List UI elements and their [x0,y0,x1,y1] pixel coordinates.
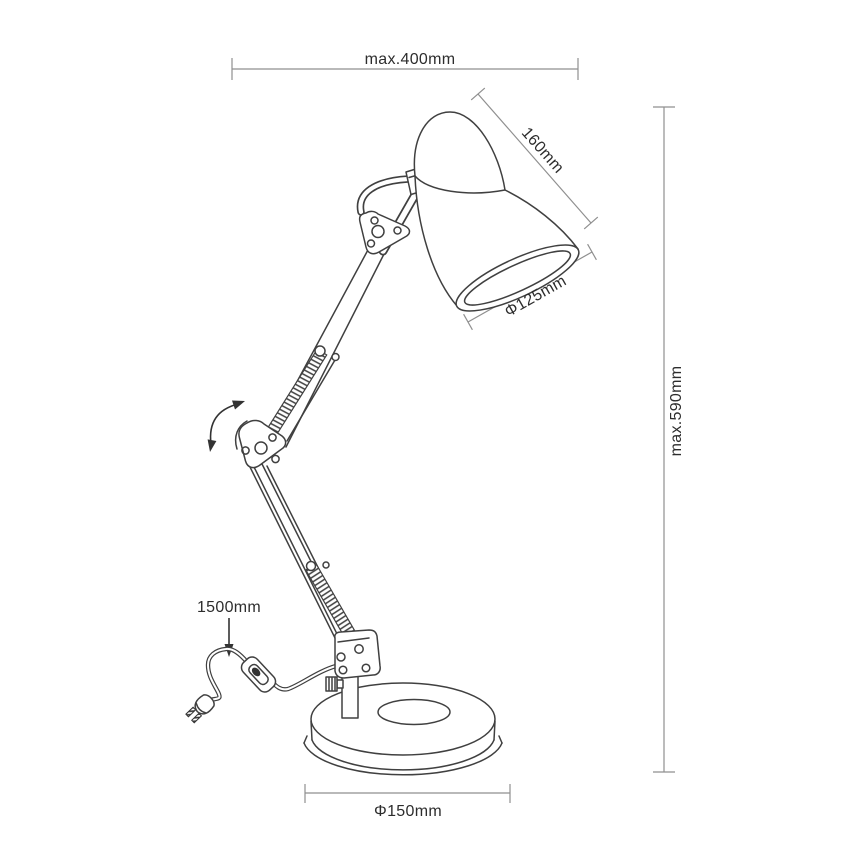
clamp-screw [325,676,344,692]
spring-hook [322,561,330,569]
spring-hook [305,560,317,572]
inline-switch [240,656,277,693]
lamp-shade [413,111,580,312]
dim-label-max-height: max.590mm [668,365,685,457]
plug-prong [185,706,197,718]
lamp-base [303,682,503,776]
spring-hook [331,352,340,362]
lower-arm [247,461,363,649]
shade-opening-rim [455,244,580,312]
dim-label-base-diameter: Φ150mm [374,803,442,820]
shade-opening-inner [463,250,572,306]
shoulder-joint [358,210,411,255]
elbow-joint [234,419,287,469]
rotation-arrow [207,400,245,452]
dim-shade-length-line [470,87,599,230]
spring-hook [314,345,326,357]
switch-button [251,667,261,677]
plug-prong [191,712,203,724]
dim-max-height-line [653,106,675,773]
upper-spring [267,348,328,434]
upper-arm [267,247,385,448]
support-post [341,673,359,719]
lower-bracket [334,629,381,679]
dim-label-max-width: max.400mm [364,51,456,68]
dim-base-diameter-line [304,784,511,803]
base-ring [377,698,451,726]
dim-label-cord-length: 1500mm [196,599,262,616]
shade-seam [414,175,506,194]
dim-max-width-line [231,58,579,80]
power-plug [185,694,215,724]
